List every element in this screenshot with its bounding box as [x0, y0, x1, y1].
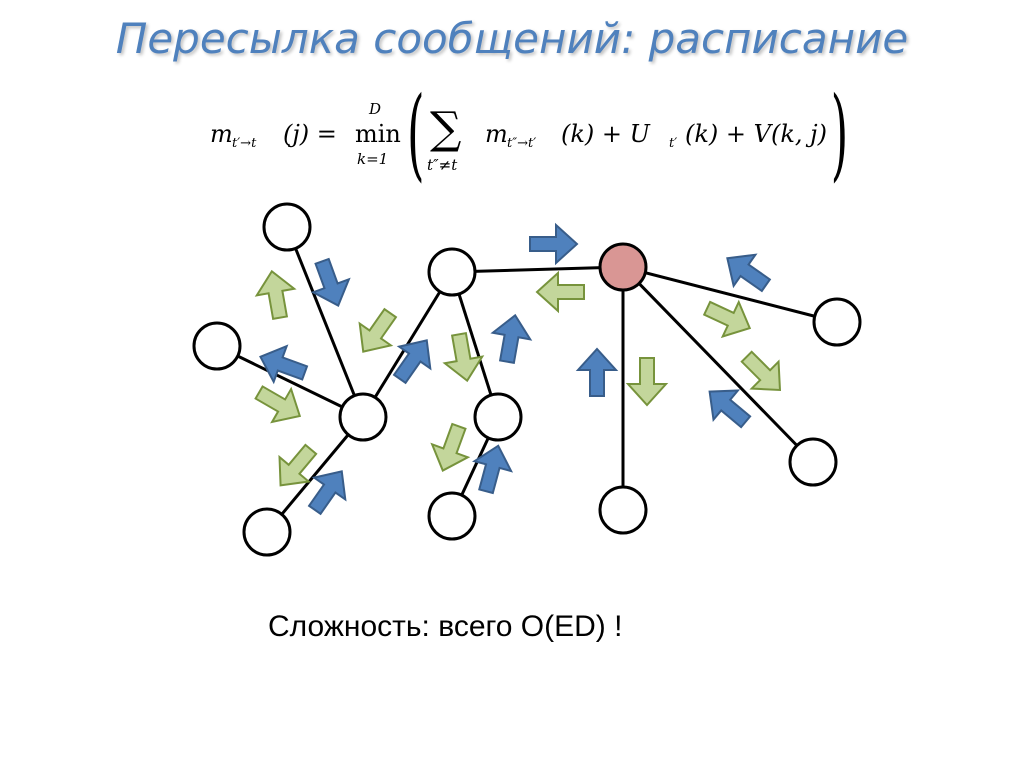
message-arrow-blue [529, 222, 579, 266]
complexity-caption: Сложность: всего O(ED) ! [268, 610, 623, 643]
message-arrow-green [442, 331, 485, 383]
graph-node-n_bottom_center [598, 485, 648, 535]
edge-n_root-n_right_lower [621, 265, 815, 464]
formula-term-m-arg: (k) + U [561, 120, 650, 148]
message-arrow-green [740, 350, 782, 392]
graph-node-n_right_upper [812, 297, 862, 347]
formula-term-m: m [485, 120, 508, 148]
message-arrow-green [702, 299, 752, 339]
formula-term-u-sub: t′ [669, 136, 678, 151]
graph-node-n_mid_left [192, 321, 242, 371]
message-arrow-blue [310, 257, 351, 307]
message-arrow-blue [726, 253, 772, 293]
formula-sum-lower: t″≠t [427, 156, 458, 174]
message-arrow-green [430, 422, 471, 472]
formula-lhs-sub: t′→t [232, 136, 257, 151]
formula-term-m-sub: t″→t′ [507, 136, 537, 151]
edge-n_upper_mid-n_root [451, 265, 624, 274]
edge-n_bottom_left-n_hub_left [265, 416, 365, 533]
graph-node-n_right_lower [788, 437, 838, 487]
message-arrow-blue [392, 339, 432, 385]
message-arrow-green [278, 443, 318, 487]
graph-node-n_top_left [262, 202, 312, 252]
formula-min: min [355, 120, 401, 148]
edge-n_root-n_right_upper [622, 265, 838, 324]
graph-node-n_hub_left [338, 392, 388, 442]
formula-lhs-arg: (j) = [283, 120, 337, 148]
edge-n_top_left-n_hub_left [285, 226, 365, 418]
formula-term-u-arg: (k) + V(k, j) [685, 120, 827, 148]
formula-left-paren: ( [407, 75, 425, 192]
edge-n_upper_mid-n_lower_mid [450, 271, 500, 418]
message-arrow-blue [708, 389, 752, 429]
message-arrow-green [358, 307, 398, 353]
formula-min-lower: k=1 [357, 150, 389, 168]
message-arrow-green [535, 270, 585, 314]
message-arrow-blue [471, 444, 514, 495]
root-node [598, 242, 648, 292]
graph-node-n_bottom_mid [427, 491, 477, 541]
formula-lhs-m: m [210, 120, 233, 148]
message-arrow-blue [259, 344, 309, 385]
message-arrow-green [625, 357, 669, 407]
message-arrow-blue [575, 347, 619, 397]
message-arrow-green [254, 385, 302, 424]
formula: m t′→t (j) = D min k=1 ( ∑ t″≠t m t″→t′ … [205, 75, 848, 192]
formula-min-upper: D [369, 100, 382, 118]
message-arrow-blue [307, 470, 347, 516]
message-arrow-green [254, 269, 297, 321]
message-arrow-blue [490, 313, 533, 365]
graph-node-n_lower_mid [473, 392, 523, 442]
formula-sum-symbol: ∑ [430, 103, 462, 154]
graph-node-n_bottom_left [242, 507, 292, 557]
graph-node-n_upper_mid [427, 247, 477, 297]
slide-title: Пересылка сообщений: расписание [115, 14, 909, 63]
edge-n_mid_left-n_hub_left [216, 344, 364, 419]
